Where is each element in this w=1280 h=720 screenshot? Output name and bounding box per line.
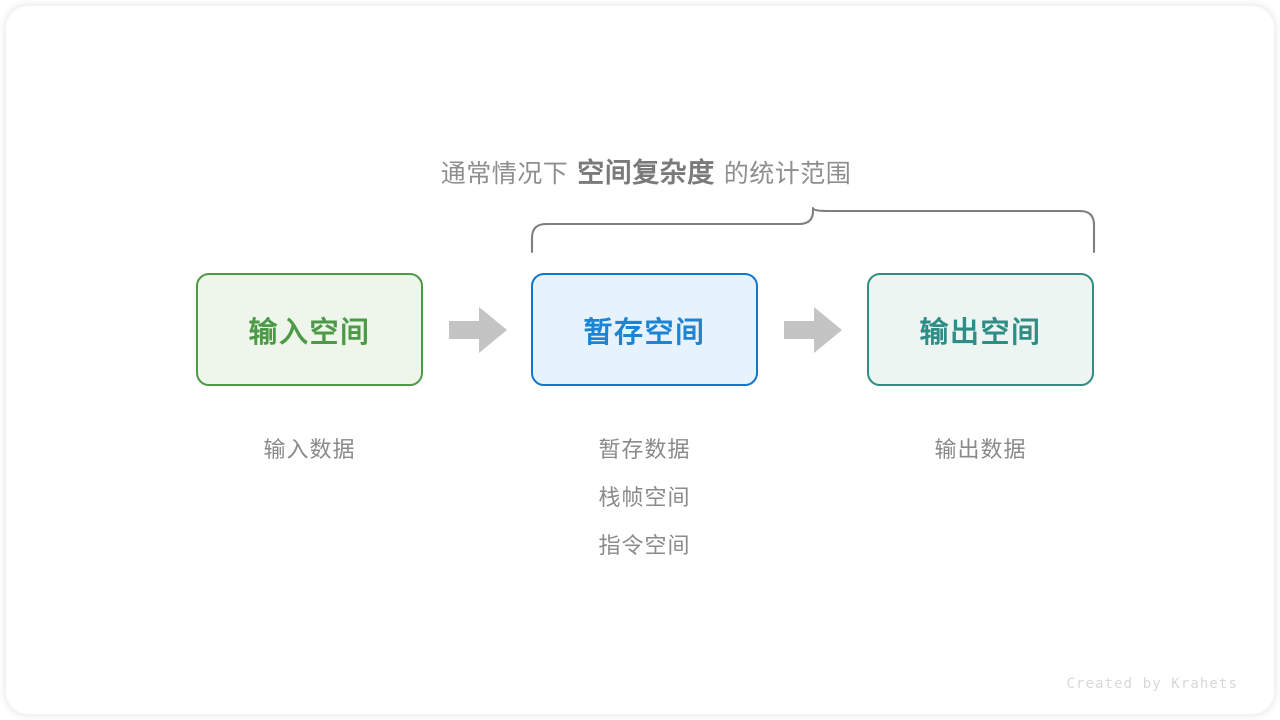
label-item: 指令空间	[598, 533, 691, 558]
label-item: 栈帧空间	[598, 485, 691, 510]
caption-suffix: 的统计范围	[723, 160, 852, 188]
caption: 通常情况下空间复杂度的统计范围	[6, 156, 1274, 191]
label-item: 输入数据	[263, 437, 356, 462]
curly-brace-icon	[530, 206, 1096, 254]
label-row: 输入数据 暂存数据 栈帧空间 指令空间 输出数据	[6, 426, 1274, 576]
curly-brace	[521, 202, 1111, 258]
right-arrow-icon	[784, 307, 842, 353]
box-temp-space[interactable]: 暂存空间	[531, 273, 758, 386]
box-input-space-label: 输入空间	[248, 316, 371, 349]
caption-prefix: 通常情况下	[440, 160, 569, 188]
label-item: 暂存数据	[598, 437, 691, 462]
arrow-input-to-temp	[449, 307, 507, 353]
right-arrow-icon	[449, 307, 507, 353]
watermark: Created by Krahets	[1066, 676, 1238, 692]
label-item: 输出数据	[934, 437, 1027, 462]
box-temp-space-label: 暂存空间	[583, 316, 706, 349]
diagram-card: 通常情况下空间复杂度的统计范围 输入空间 暂存空间 输出空间	[6, 6, 1274, 714]
labels-temp-space: 暂存数据 栈帧空间 指令空间	[531, 426, 758, 570]
arrow-temp-to-output	[784, 307, 842, 353]
box-output-space-label: 输出空间	[919, 316, 1042, 349]
labels-output-space: 输出数据	[867, 426, 1094, 474]
labels-input-space: 输入数据	[196, 426, 423, 474]
caption-emphasis: 空间复杂度	[577, 158, 715, 188]
box-output-space[interactable]: 输出空间	[867, 273, 1094, 386]
box-row: 输入空间 暂存空间 输出空间	[6, 273, 1274, 387]
box-input-space[interactable]: 输入空间	[196, 273, 423, 386]
